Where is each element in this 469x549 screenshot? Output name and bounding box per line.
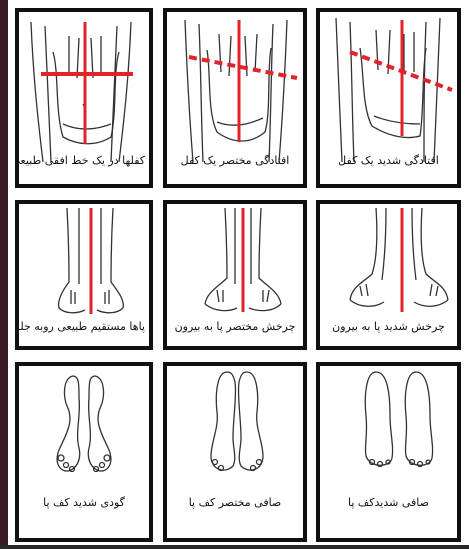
caption: افتادگی شدید یک کفل bbox=[324, 154, 453, 167]
caption: افتادگی مختصر یک کفل bbox=[171, 154, 299, 167]
caption: چرخش مختصر پا به بیرون bbox=[171, 320, 299, 333]
caption: پاها مستقیم طبیعی روبه جلو bbox=[23, 320, 145, 333]
panel-footprint-flat: صافی شدیدکف پا bbox=[316, 362, 461, 542]
caption: چرخش شدید پا به بیرون bbox=[324, 320, 453, 333]
panel-heels-straight: پاها مستقیم طبیعی روبه جلو bbox=[15, 200, 153, 350]
left-edge-strip bbox=[0, 0, 8, 549]
caption: گودی شدید کف پا bbox=[23, 496, 145, 509]
caption: صافی مختصر کف پا bbox=[171, 496, 299, 509]
panel-hips-severe-tilt: افتادگی شدید یک کفل bbox=[316, 8, 461, 188]
panel-footprint-mild-flat: صافی مختصر کف پا bbox=[163, 362, 307, 542]
panel-footprint-high-arch: گودی شدید کف پا bbox=[15, 362, 153, 542]
caption: کفلها در یک خط افقی طبیعی bbox=[23, 154, 145, 167]
panel-hips-level: کفلها در یک خط افقی طبیعی bbox=[15, 8, 153, 188]
footprint-flat-icon bbox=[320, 366, 457, 538]
panel-heels-mild-rotation: چرخش مختصر پا به بیرون bbox=[163, 200, 307, 350]
caption: صافی شدیدکف پا bbox=[324, 496, 453, 509]
footprint-mild-flat-icon bbox=[167, 366, 303, 538]
bottom-edge-strip bbox=[0, 545, 469, 549]
panel-heels-severe-rotation: چرخش شدید پا به بیرون bbox=[316, 200, 461, 350]
footprint-high-arch-icon bbox=[19, 366, 149, 538]
panel-hips-mild-tilt: افتادگی مختصر یک کفل bbox=[163, 8, 307, 188]
